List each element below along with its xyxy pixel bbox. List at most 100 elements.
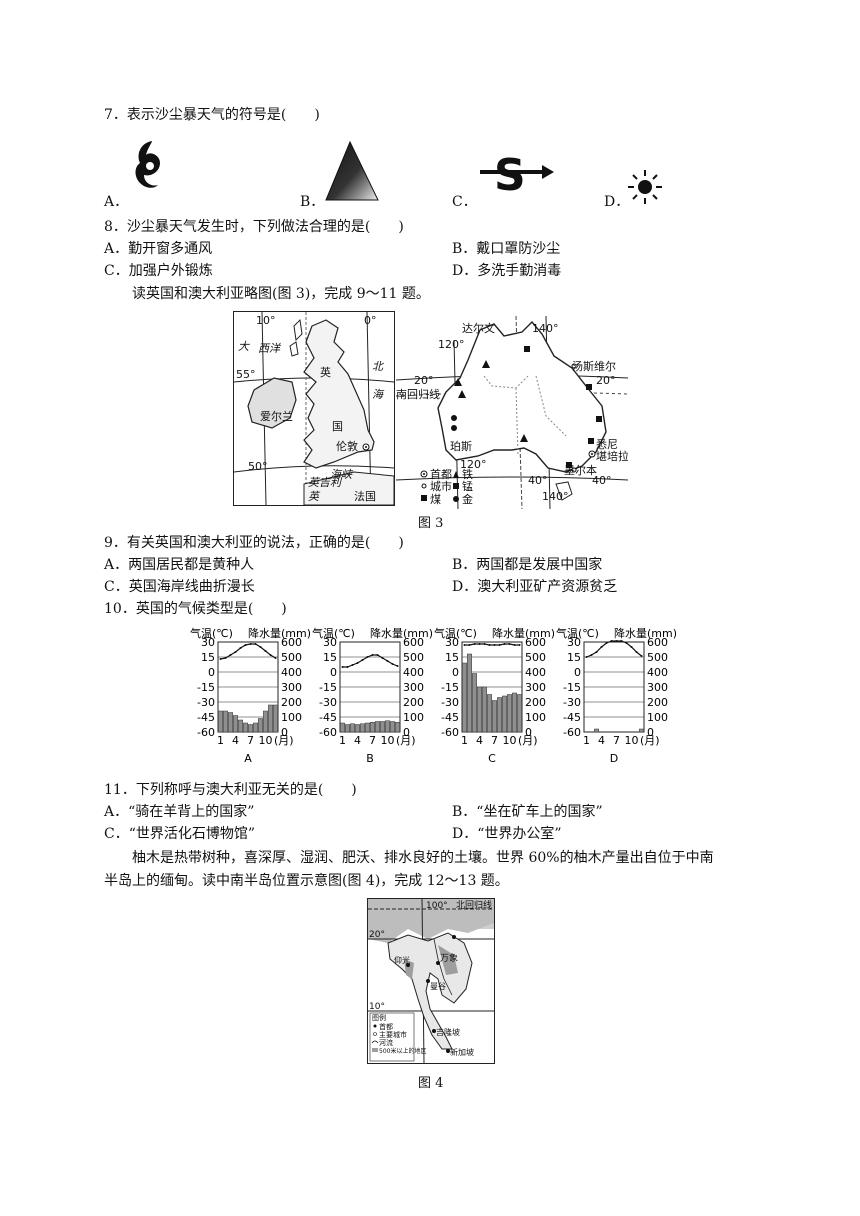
temp-point [590, 654, 593, 656]
kuala-lumpur-label: 吉隆坡 [436, 1027, 460, 1037]
temp-tick-label: 15 [567, 651, 581, 664]
fig4-caption: 图 4 [418, 1076, 444, 1091]
temp-tick-label: 30 [201, 636, 215, 649]
temp-point [371, 654, 374, 656]
temp-point [610, 640, 613, 642]
temp-point [640, 655, 643, 657]
precip-bar [492, 700, 497, 733]
au-lon-140: 140° [532, 322, 559, 335]
fig4-legend-river: 河流 [379, 1038, 393, 1047]
temp-point [391, 663, 394, 665]
chart-option-label: D [610, 752, 618, 765]
temp-tick-label: -60 [197, 726, 215, 739]
precip-bar [462, 662, 467, 733]
temp-tick-label: 30 [445, 636, 459, 649]
temp-point [239, 647, 242, 649]
temp-point [361, 659, 364, 661]
precip-bar [223, 710, 228, 733]
precip-bar [268, 704, 273, 733]
q9-option-a: A．两国居民都是黄种人 [104, 557, 255, 573]
vientiane-label: 万象 [440, 952, 458, 964]
ireland-label: 爱尔兰 [260, 410, 293, 423]
precip-tick-label: 400 [403, 666, 424, 679]
precip-bar [385, 720, 390, 733]
london-label: 伦敦 [336, 439, 358, 453]
sydney-label: 悉尼 [596, 438, 618, 451]
au-lat-40-right: 40° [592, 474, 612, 487]
uk-lon-10: 10° [256, 314, 276, 327]
chart-option-label: C [488, 752, 496, 765]
precip-bar [594, 728, 599, 733]
precip-bar [467, 653, 472, 733]
darwin-label: 达尔文 [462, 321, 495, 335]
precip-bar [517, 694, 522, 733]
temp-tick-label: -60 [441, 726, 459, 739]
temp-point [605, 642, 608, 644]
temp-axis-label: 气温(℃) [312, 626, 355, 640]
temp-point [376, 654, 379, 656]
temp-tick-label: 0 [574, 666, 581, 679]
temp-point [229, 654, 232, 656]
uk-map: 10° 0° 55° 50° 大 西洋 北 海 英 国 爱尔兰 伦敦 海峡 英吉… [233, 311, 395, 506]
q9-option-c: C．英国海岸线曲折漫长 [104, 579, 255, 595]
precip-bar [365, 722, 370, 733]
au-lon-120-bottom: 120° [460, 458, 487, 471]
legend-coal: 煤 [430, 493, 441, 506]
precip-tick-label: 600 [281, 636, 302, 649]
precip-bar [380, 721, 385, 733]
precip-tick-label: 0 [525, 726, 532, 739]
precip-bar [497, 697, 502, 733]
yangon-label: 仰光 [394, 955, 410, 965]
north-sea-label-1: 北 [372, 360, 385, 373]
temp-point [508, 643, 511, 645]
temp-point [249, 643, 252, 645]
precip-axis-label: 降水量(mm) [492, 626, 554, 640]
atlantic-label-2: 西洋 [258, 342, 282, 355]
temp-point [366, 656, 369, 658]
temp-point [264, 650, 267, 652]
temp-point [386, 660, 389, 662]
temp-tick-label: -30 [197, 696, 215, 709]
fig4-lat-20: 20° [369, 930, 385, 940]
legend-city: 城市 [430, 479, 452, 493]
x-tick-label: 4 [598, 734, 605, 747]
temp-point [493, 644, 496, 646]
precip-bar [395, 722, 400, 733]
precip-axis-label: 降水量(mm) [370, 626, 432, 640]
precip-tick-label: 400 [281, 666, 302, 679]
legend-gold: 金 [462, 492, 473, 506]
x-tick-label: 4 [476, 734, 483, 747]
temp-axis-label: 气温(℃) [556, 626, 599, 640]
north-sea-label-2: 海 [372, 388, 385, 401]
temp-tick-label: -30 [319, 696, 337, 709]
x-tick-label: 4 [232, 734, 239, 747]
precip-bar [487, 694, 492, 733]
precip-bar [340, 722, 345, 733]
temp-point [274, 657, 277, 659]
q7-option-a-label: A． [104, 194, 129, 210]
temp-point [341, 666, 344, 668]
temp-tick-label: 0 [330, 666, 337, 679]
q11-option-d: D．“世界办公室” [452, 826, 562, 842]
english-channel-label-2: 英 [308, 490, 321, 503]
australia-map: 达尔文 140° 120° 汤斯维尔 20° 20° 南回归线 珀斯 悉尼 堪培… [395, 315, 629, 510]
precip-tick-label: 100 [525, 711, 546, 724]
q9-stem: 9．有关英国和澳大利亚的说法，正确的是( ) [104, 535, 404, 551]
precip-bar [355, 724, 360, 733]
precip-tick-label: 0 [403, 726, 410, 739]
temp-point [468, 644, 471, 646]
temp-tick-label: -45 [563, 711, 581, 724]
precip-tick-label: 300 [403, 681, 424, 694]
q11-stem: 11．下列称呼与澳大利亚无关的是( ) [104, 782, 357, 798]
temp-tick-label: 0 [208, 666, 215, 679]
tropic-of-capricorn-label: 南回归线 [396, 387, 440, 401]
precip-bar [253, 722, 258, 733]
fig4-legend-capital: 首都 [379, 1022, 393, 1031]
temp-point [600, 646, 603, 648]
temp-point [269, 654, 272, 656]
temp-point [625, 642, 628, 644]
temp-point [630, 646, 633, 648]
temp-tick-label: -45 [441, 711, 459, 724]
q11-option-a: A．“骑在羊背上的国家” [104, 804, 255, 820]
temp-point [585, 656, 588, 658]
